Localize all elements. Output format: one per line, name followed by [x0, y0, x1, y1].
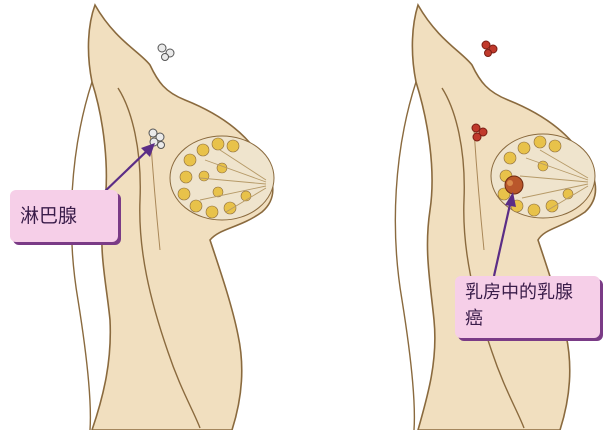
lymph-node-label: 淋巴腺 — [10, 190, 118, 242]
right-torso-figure — [395, 5, 595, 430]
left-neck-lymph-node — [158, 44, 174, 61]
left-back-line — [71, 82, 92, 430]
right-tumor — [505, 176, 523, 194]
right-back-line — [395, 82, 416, 430]
right-torso-body — [412, 5, 595, 430]
right-neck-lymph-node — [482, 41, 497, 57]
breast-cancer-label: 乳房中的乳腺癌 — [455, 276, 600, 338]
